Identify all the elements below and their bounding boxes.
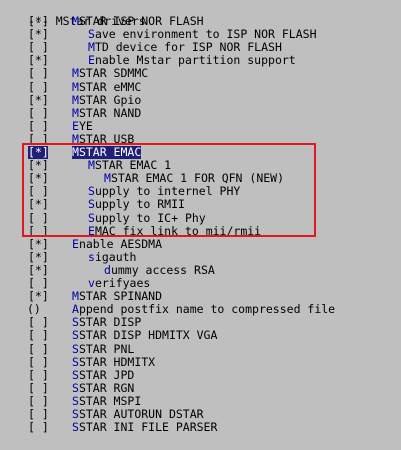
menu-item-checkbox[interactable]: [*] (28, 171, 49, 186)
menu-item[interactable]: [*] Enable Mstar partition support (0, 54, 401, 67)
menu-item[interactable]: [ ] Supply to internel PHY (0, 185, 401, 198)
menu-item[interactable]: [ ] Supply to IC+ Phy (0, 210, 401, 225)
menu-item-checkbox[interactable]: [ ] (28, 407, 49, 421)
menu-item-label: Supply to RMII (88, 197, 185, 212)
menu-item-label: MSTAR EMAC 1 FOR QFN (NEW) (104, 171, 285, 186)
menu-item-label: MSTAR ISP NOR FLASH (72, 14, 204, 28)
menu-item-checkbox[interactable]: [ ] (28, 276, 49, 290)
menu-item-label: SSTAR AUTORUN DSTAR (72, 407, 204, 421)
menu-item[interactable]: [*] dummy access RSA (0, 262, 401, 277)
menu-item-label: verifyaes (88, 276, 151, 290)
menu-item[interactable]: [*] MSTAR EMAC (0, 146, 401, 159)
menu-item-checkbox[interactable]: [ ] (28, 118, 49, 133)
menu-item[interactable]: [*] MSTAR Gpio (0, 92, 401, 107)
menu-item-label: SSTAR DISP (72, 315, 142, 330)
menu-item-label: Supply to internel PHY (88, 184, 241, 199)
menu-item[interactable]: [ ] MSTAR eMMC (0, 79, 401, 94)
menu-item-label: MSTAR USB (72, 131, 135, 146)
menu-item-label: MSTAR EMAC (72, 145, 142, 159)
menu-item[interactable]: [ ] MSTAR NAND (0, 105, 401, 120)
menu-item[interactable]: [ ] SSTAR PNL (0, 341, 401, 356)
menu-item-checkbox[interactable]: [ ] (28, 367, 49, 382)
menu-item-checkbox[interactable]: [*] (28, 236, 49, 251)
menu-item-checkbox[interactable]: [ ] (28, 105, 49, 120)
menu-item-checkbox[interactable]: [*] (28, 197, 49, 212)
menu-item[interactable]: [ ] EMAC fix link to mii/rmii (0, 223, 401, 238)
menu-item-checkbox[interactable]: [ ] (28, 315, 49, 330)
menu-item[interactable]: [ ] EYE (0, 118, 401, 133)
menu-item[interactable]: [*] Supply to RMII (0, 198, 401, 211)
menu-item-label: Append postfix name to compressed file (72, 302, 336, 317)
menu-item[interactable]: [ ] SSTAR DISP (0, 316, 401, 329)
menu-item[interactable]: [*] Save environment to ISP NOR FLASH (0, 28, 401, 41)
menu-item-checkbox[interactable]: [ ] (28, 79, 49, 94)
menu-item-label: MSTAR NAND (72, 105, 142, 120)
menu-header-text: --- MStar drivers (28, 14, 146, 28)
menu-item-label: EMAC fix link to mii/rmii (88, 223, 262, 238)
menu-item[interactable]: [*] MSTAR EMAC 1 (0, 159, 401, 172)
menu-item-checkbox[interactable]: [ ] (28, 131, 49, 146)
menu-item-checkbox[interactable]: [ ] (28, 354, 49, 369)
menu-item-label: Supply to IC+ Phy (88, 210, 206, 225)
menu-item-checkbox[interactable]: [ ] (28, 66, 49, 81)
menu-item-checkbox[interactable]: [ ] (28, 40, 49, 55)
menu-item[interactable]: [*] sigauth (0, 249, 401, 264)
menu-item-label: MSTAR Gpio (72, 92, 142, 107)
menu-item-label: SSTAR MSPI (72, 393, 142, 408)
menu-item-label: MSTAR SDMMC (72, 66, 149, 81)
menu-item-label: Enable AESDMA (72, 236, 163, 251)
menu-item-checkbox[interactable]: [*] (28, 158, 49, 173)
menu-item-label: SSTAR RGN (72, 380, 135, 395)
menu-item-checkbox[interactable]: [ ] (28, 341, 49, 356)
menu-item-checkbox[interactable]: [*] (28, 92, 49, 107)
menu-item-label: Enable Mstar partition support (88, 53, 296, 68)
menu-item[interactable]: [ ] MSTAR SDMMC (0, 67, 401, 80)
menu-item-label: EYE (72, 118, 93, 133)
menu-item[interactable]: [ ] verifyaes (0, 277, 401, 290)
menu-item[interactable]: [ ] SSTAR RGN (0, 380, 401, 395)
menu-item-label: dummy access RSA (104, 262, 215, 277)
menu-item[interactable]: [*] MSTAR SPINAND (0, 290, 401, 303)
menu-item[interactable]: [ ] MSTAR USB (0, 131, 401, 146)
menu-item-label: MTD device for ISP NOR FLASH (88, 40, 282, 55)
menu-item[interactable]: [*] MSTAR ISP NOR FLASH (0, 15, 401, 28)
menu-header: --- MStar drivers (0, 2, 401, 28)
menu-item[interactable]: () Append postfix name to compressed file (0, 303, 401, 316)
menu-item[interactable]: [ ] SSTAR INI FILE PARSER (0, 421, 401, 434)
menu-item-label: SSTAR JPD (72, 367, 135, 382)
menu-item-label: MSTAR eMMC (72, 79, 142, 94)
menu-item[interactable]: [*] MSTAR EMAC 1 FOR QFN (NEW) (0, 172, 401, 185)
menu-item-checkbox[interactable]: [*] (28, 262, 49, 277)
menu-item-checkbox[interactable]: [ ] (28, 328, 49, 343)
menu-item-checkbox[interactable]: [ ] (28, 420, 49, 435)
menu-item-checkbox[interactable]: [*] (28, 145, 49, 159)
menu-item-label: MSTAR SPINAND (72, 289, 163, 304)
menu-item[interactable]: [ ] SSTAR AUTORUN DSTAR (0, 408, 401, 421)
menu-item-checkbox[interactable]: [*] (28, 289, 49, 304)
menu-item-checkbox[interactable]: [*] (28, 53, 49, 68)
menu-item[interactable]: [ ] SSTAR DISP HDMITX VGA (0, 329, 401, 342)
menu-item-checkbox[interactable]: [*] (28, 249, 49, 264)
menu-item[interactable]: [ ] SSTAR JPD (0, 367, 401, 382)
menu-item-checkbox[interactable]: [ ] (28, 210, 49, 225)
menu-item-checkbox[interactable]: [ ] (28, 380, 49, 395)
menu-item-label: sigauth (88, 249, 137, 264)
menu-item-label: SSTAR INI FILE PARSER (72, 420, 218, 435)
menu-item-checkbox[interactable]: () (27, 302, 41, 317)
menu-item-checkbox[interactable]: [ ] (28, 184, 49, 199)
menu-item-label: SSTAR HDMITX (72, 354, 156, 369)
menu-item-checkbox[interactable]: [ ] (28, 393, 49, 408)
menu-item[interactable]: [ ] MTD device for ISP NOR FLASH (0, 41, 401, 54)
menu-item[interactable]: [ ] SSTAR MSPI (0, 393, 401, 408)
menu-item-label: MSTAR EMAC 1 (88, 158, 172, 173)
menu-item-checkbox[interactable]: [ ] (28, 223, 49, 238)
menu-item[interactable]: [ ] SSTAR HDMITX (0, 354, 401, 369)
menu-item-checkbox[interactable]: [*] (28, 14, 49, 28)
menu-item[interactable]: [*] Enable AESDMA (0, 236, 401, 251)
menu-item-label: Save environment to ISP NOR FLASH (88, 27, 317, 42)
menu-item-label: SSTAR DISP HDMITX VGA (72, 328, 218, 343)
menu-item-checkbox[interactable]: [*] (28, 27, 49, 42)
menu-item-label: SSTAR PNL (72, 341, 135, 356)
